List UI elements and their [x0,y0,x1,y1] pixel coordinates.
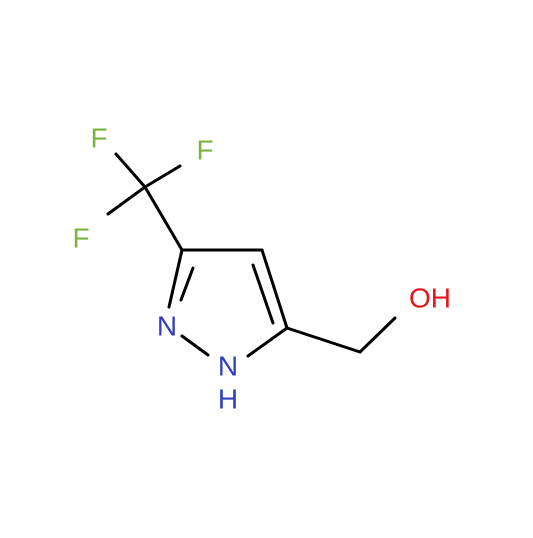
atom-label-hydrogen-nh: H [218,383,238,414]
atom-label-fluorine-top-left: F [90,122,107,153]
atom-label-hydroxyl: OH [409,282,451,313]
bond-group [106,152,397,358]
bond-ch2-oh [358,316,397,354]
bond-c4-c5-inner [251,263,275,325]
bond-n2-c3-inner [179,266,195,302]
atom-label-nitrogen-ring: N [157,310,177,341]
bond-c5-ch2 [285,326,362,354]
atom-label-fluorine-top-right: F [196,134,213,165]
bond-c5-n1 [246,326,289,358]
bond-cf-top-right [143,164,182,189]
bond-cf-top-left [114,152,147,189]
bond-cf-left [106,185,147,216]
bond-n2-c3 [167,248,184,309]
atom-label-fluorine-left: F [72,222,89,253]
atom-labels: F F F N N H OH [72,122,451,414]
bond-n1-n2 [180,334,210,357]
bond-c4-c5 [260,248,289,330]
atom-label-nitrogen-nh: N [218,350,238,381]
bond-cf3-c3 [143,185,184,252]
